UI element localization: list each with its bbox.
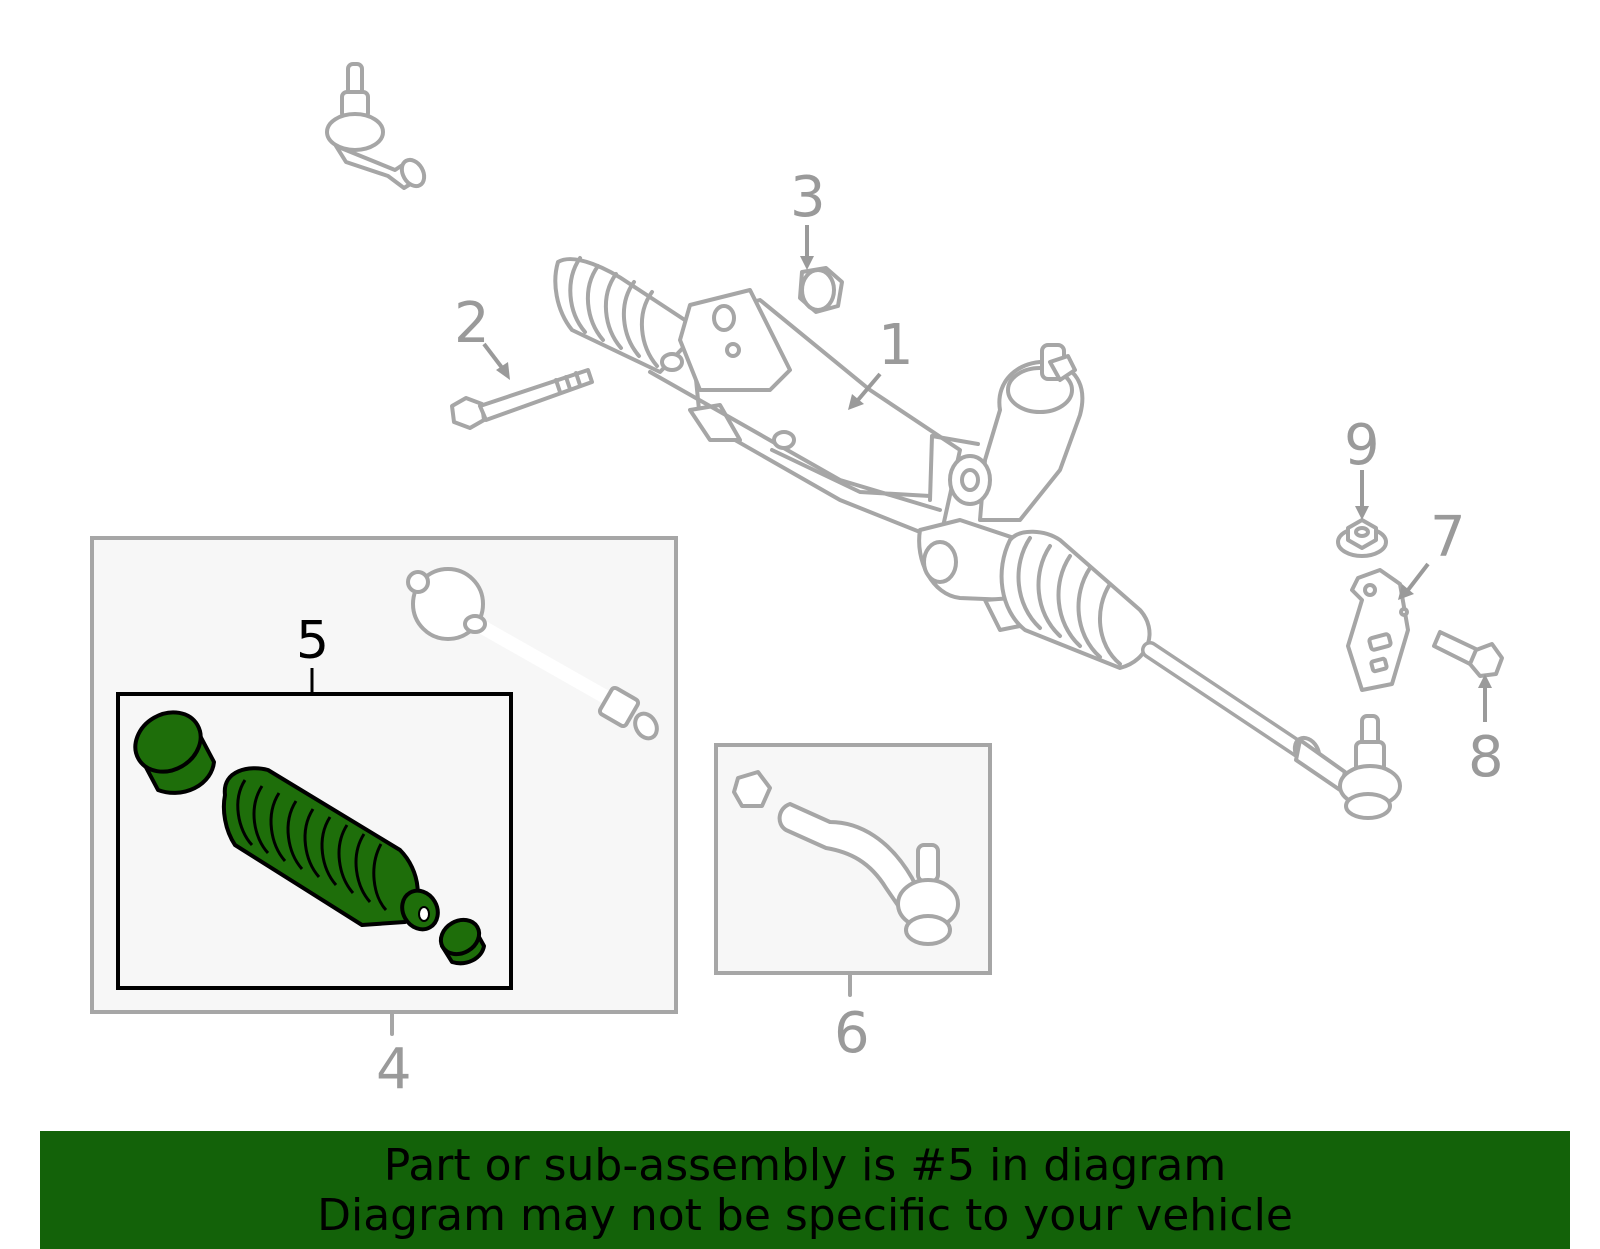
nut-part-3 xyxy=(798,266,844,314)
steering-rack-boot xyxy=(221,766,440,932)
banner-line-2: Diagram may not be specific to your vehi… xyxy=(317,1190,1293,1241)
callout-8: 8 xyxy=(1468,725,1504,790)
leader-arrows xyxy=(482,225,1492,722)
small-clamp-ring xyxy=(438,917,486,966)
flange-nut-part-9 xyxy=(1336,518,1388,558)
banner-line-1: Part or sub-assembly is #5 in diagram xyxy=(383,1140,1227,1191)
bolt-part-8 xyxy=(1432,630,1504,678)
callout-4: 4 xyxy=(376,1037,412,1102)
large-clamp-ring xyxy=(133,710,216,795)
outer-tie-rod-end-drawing xyxy=(732,770,960,946)
callout-3: 3 xyxy=(790,165,826,230)
bolt-part-2 xyxy=(450,368,594,430)
callout-6: 6 xyxy=(834,1001,870,1066)
assembly-box-5 xyxy=(116,692,513,990)
parts-diagram: 1 2 3 4 5 6 7 8 9 xyxy=(90,62,1504,1102)
callout-7: 7 xyxy=(1430,505,1466,570)
callout-2: 2 xyxy=(454,291,490,356)
callout-1: 1 xyxy=(878,313,914,378)
bracket-part-7 xyxy=(1346,568,1410,692)
inner-tie-rod-drawing xyxy=(406,567,659,741)
callout-9: 9 xyxy=(1344,413,1380,478)
boot-kit-drawing xyxy=(133,710,486,966)
callout-5: 5 xyxy=(296,611,329,671)
info-banner: Part or sub-assembly is #5 in diagram Di… xyxy=(40,1131,1570,1249)
steering-rack-drawing xyxy=(325,62,1402,820)
